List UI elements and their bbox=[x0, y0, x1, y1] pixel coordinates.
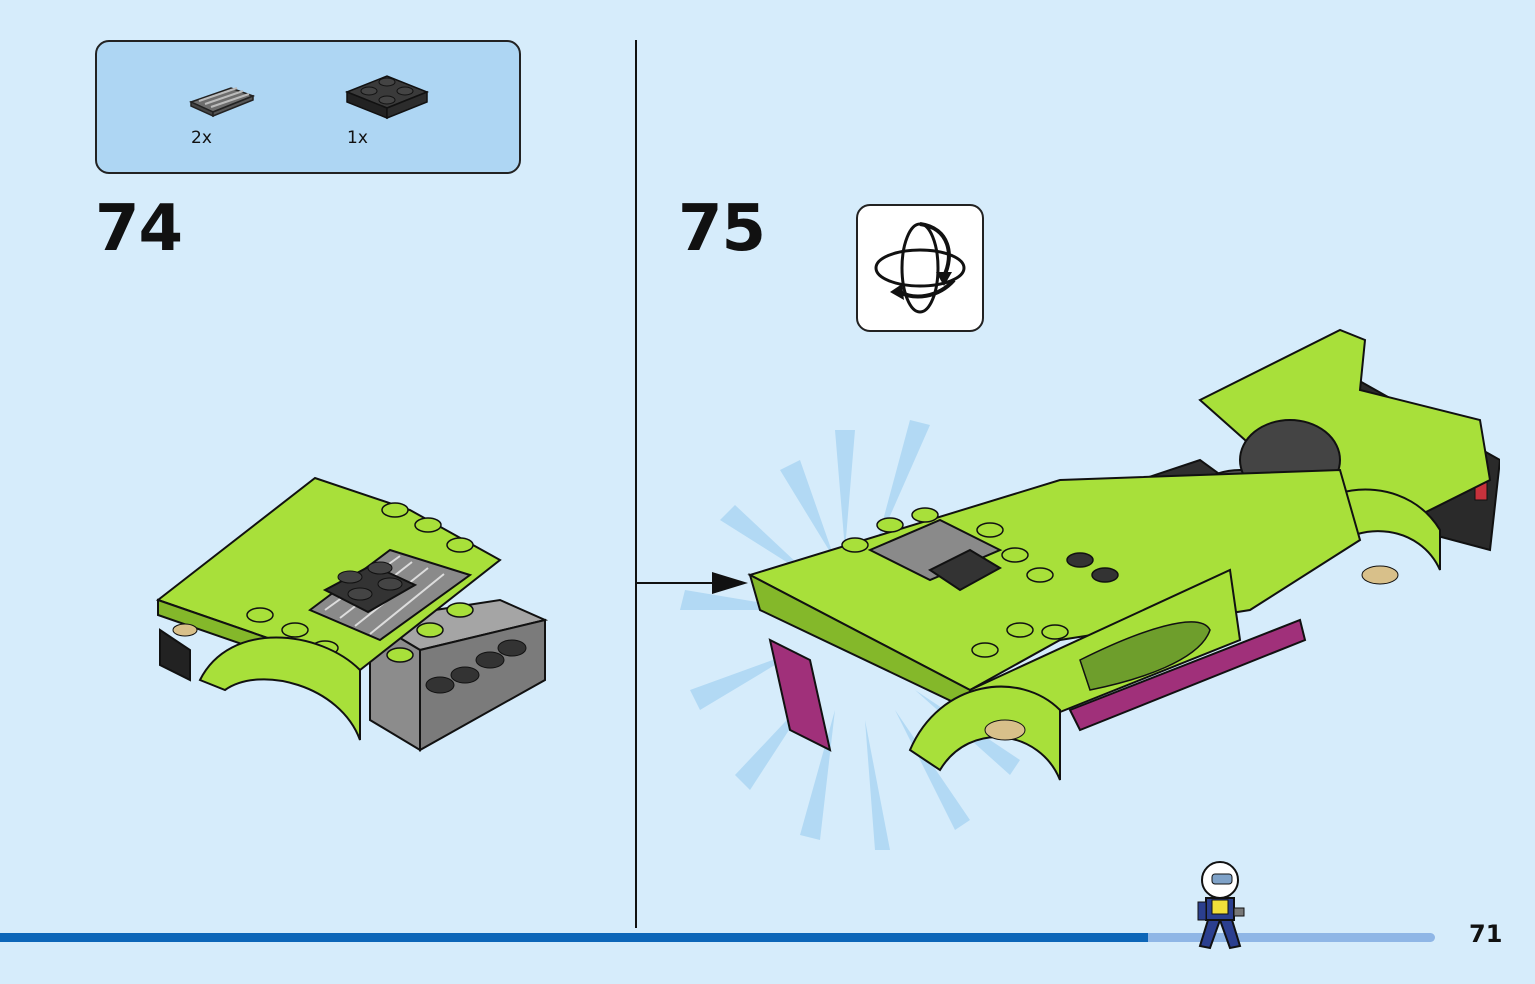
step-number-75: 75 bbox=[678, 192, 766, 266]
step-74-subassembly-illustration bbox=[155, 476, 549, 752]
insert-arrow bbox=[636, 572, 748, 594]
black-2x2-plate-icon bbox=[344, 75, 430, 120]
minifigure-racer-icon bbox=[1197, 861, 1245, 950]
part-qty-1: 2x bbox=[191, 128, 212, 148]
step-number-74: 74 bbox=[95, 192, 183, 266]
parts-list-box: 2x 1x bbox=[95, 40, 521, 174]
rotate-model-callout bbox=[856, 204, 984, 332]
part-qty-2: 1x bbox=[347, 128, 368, 148]
page-number: 71 bbox=[1469, 920, 1503, 948]
dark-gray-grille-tile-icon bbox=[188, 87, 256, 118]
step-75-car-illustration bbox=[680, 328, 1500, 850]
progress-bar bbox=[0, 933, 1148, 942]
step-divider bbox=[635, 40, 637, 928]
rotate-model-icon bbox=[874, 222, 966, 314]
